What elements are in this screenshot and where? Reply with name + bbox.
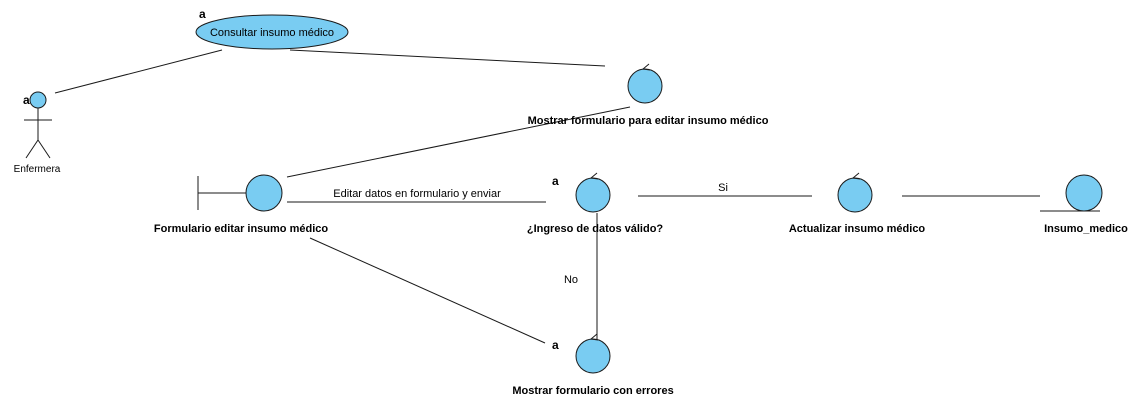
boundary-formulario[interactable]: Formulario editar insumo médico xyxy=(154,174,328,235)
control-actualizar-label: Actualizar insumo médico xyxy=(789,223,926,235)
control-ingreso-valido[interactable]: a ¿Ingreso de datos válido? xyxy=(527,172,664,235)
actor-marker: a xyxy=(23,93,30,107)
boundary-icon xyxy=(245,174,283,212)
control-errores-label: Mostrar formulario con errores xyxy=(512,385,673,397)
line-usecase-mostrar-editar[interactable] xyxy=(289,49,606,67)
control-mostrar-editar[interactable]: Mostrar formulario para editar insumo mé… xyxy=(528,63,769,127)
control-errores-marker: a xyxy=(552,338,559,352)
actor-leg-right xyxy=(37,139,51,159)
control-icon xyxy=(627,68,663,104)
boundary-label: Formulario editar insumo médico xyxy=(154,223,328,235)
control-icon xyxy=(837,177,873,213)
control-arrow-icon xyxy=(589,172,599,180)
connection-label-si: Si xyxy=(718,182,728,194)
control-ingreso-label: ¿Ingreso de datos válido? xyxy=(527,223,664,235)
control-mostrar-editar-label: Mostrar formulario para editar insumo mé… xyxy=(528,115,769,127)
line-mostrar-editar-boundary[interactable] xyxy=(286,106,631,178)
usecase-ellipse xyxy=(195,14,349,50)
line-boundary-errores[interactable] xyxy=(309,237,546,344)
actor-enfermera[interactable]: a Enfermera xyxy=(14,91,61,175)
control-actualizar[interactable]: Actualizar insumo médico xyxy=(789,172,926,235)
entity-icon xyxy=(1065,174,1103,212)
usecase-label: Consultar insumo médico xyxy=(210,27,334,39)
control-icon xyxy=(575,338,611,374)
entity-insumo[interactable]: Insumo_medico xyxy=(1040,174,1128,235)
control-arrow-icon xyxy=(641,63,651,71)
actor-leg-left xyxy=(25,139,39,159)
usecase-marker: a xyxy=(199,7,206,21)
actor-head-icon xyxy=(29,91,47,109)
entity-label: Insumo_medico xyxy=(1044,223,1128,235)
control-arrow-icon xyxy=(851,172,861,180)
line-actor-usecase[interactable] xyxy=(54,49,223,94)
control-arrow-icon xyxy=(589,333,599,341)
control-icon xyxy=(575,177,611,213)
actor-label: Enfermera xyxy=(14,164,61,175)
connection-label-editar-enviar: Editar datos en formulario y enviar xyxy=(333,188,501,200)
connection-label-no: No xyxy=(564,274,578,286)
connections xyxy=(54,49,1040,344)
control-ingreso-marker: a xyxy=(552,174,559,188)
usecase-consultar[interactable]: Consultar insumo médico a xyxy=(195,7,349,50)
control-mostrar-errores[interactable]: a Mostrar formulario con errores xyxy=(512,333,674,397)
